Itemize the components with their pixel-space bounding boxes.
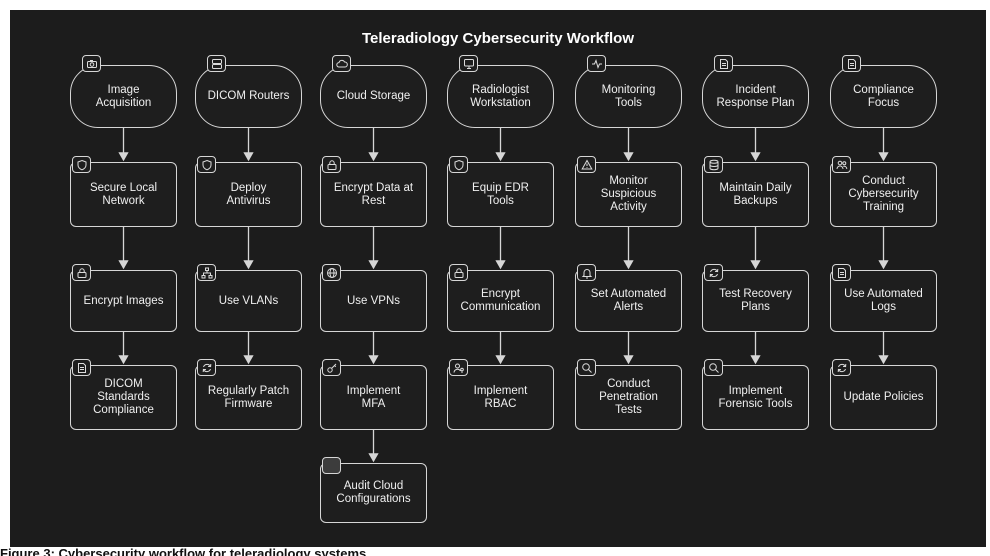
document-icon [842, 55, 861, 72]
document-icon [714, 55, 733, 72]
search-icon [577, 359, 596, 376]
key-icon [322, 359, 341, 376]
document-icon [72, 359, 91, 376]
activity-icon [587, 55, 606, 72]
diagram-canvas: Teleradiology Cybersecurity Workflow Ima… [10, 10, 986, 547]
figure-caption: Figure 3: Cybersecurity workflow for tel… [0, 546, 370, 556]
document-icon [832, 264, 851, 281]
square-icon [322, 457, 341, 474]
network-icon [197, 264, 216, 281]
bell-icon [577, 264, 596, 281]
user-key-icon [449, 359, 468, 376]
diagram-title: Teleradiology Cybersecurity Workflow [361, 30, 634, 47]
refresh-icon [197, 359, 216, 376]
camera-icon [82, 55, 101, 72]
compliance-focus-step-1: Use Automated Logs [830, 270, 937, 332]
shield-icon [197, 156, 216, 173]
connector-layer [118, 128, 889, 463]
shield-icon [72, 156, 91, 173]
server-icon [207, 55, 226, 72]
cloud-icon [332, 55, 351, 72]
compliance-focus-header: Compliance Focus [830, 65, 937, 128]
monitor-icon [459, 55, 478, 72]
warning-icon [577, 156, 596, 173]
dicom-routers-header: DICOM Routers [195, 65, 302, 128]
cloud-storage-header: Cloud Storage [320, 65, 427, 128]
lock-icon [449, 264, 468, 281]
globe-icon [322, 264, 341, 281]
lock-icon [322, 156, 341, 173]
monitoring-tools-step-2: Conduct Penetration Tests [575, 365, 682, 430]
monitoring-tools-header: Monitoring Tools [575, 65, 682, 128]
incident-response-plan-header: Incident Response Plan [702, 65, 809, 128]
lock-icon [72, 264, 91, 281]
refresh-icon [832, 359, 851, 376]
dicom-routers-step-0: Deploy Antivirus [195, 162, 302, 227]
compliance-focus-step-0: Conduct Cybersecurity Training [830, 162, 937, 227]
monitoring-tools-step-0: Monitor Suspicious Activity [575, 162, 682, 227]
radiologist-workstation-header: Radiologist Workstation [447, 65, 554, 128]
refresh-icon [704, 264, 723, 281]
search-icon [704, 359, 723, 376]
database-icon [704, 156, 723, 173]
users-icon [832, 156, 851, 173]
shield-icon [449, 156, 468, 173]
image-acquisition-header: Image Acquisition [70, 65, 177, 128]
